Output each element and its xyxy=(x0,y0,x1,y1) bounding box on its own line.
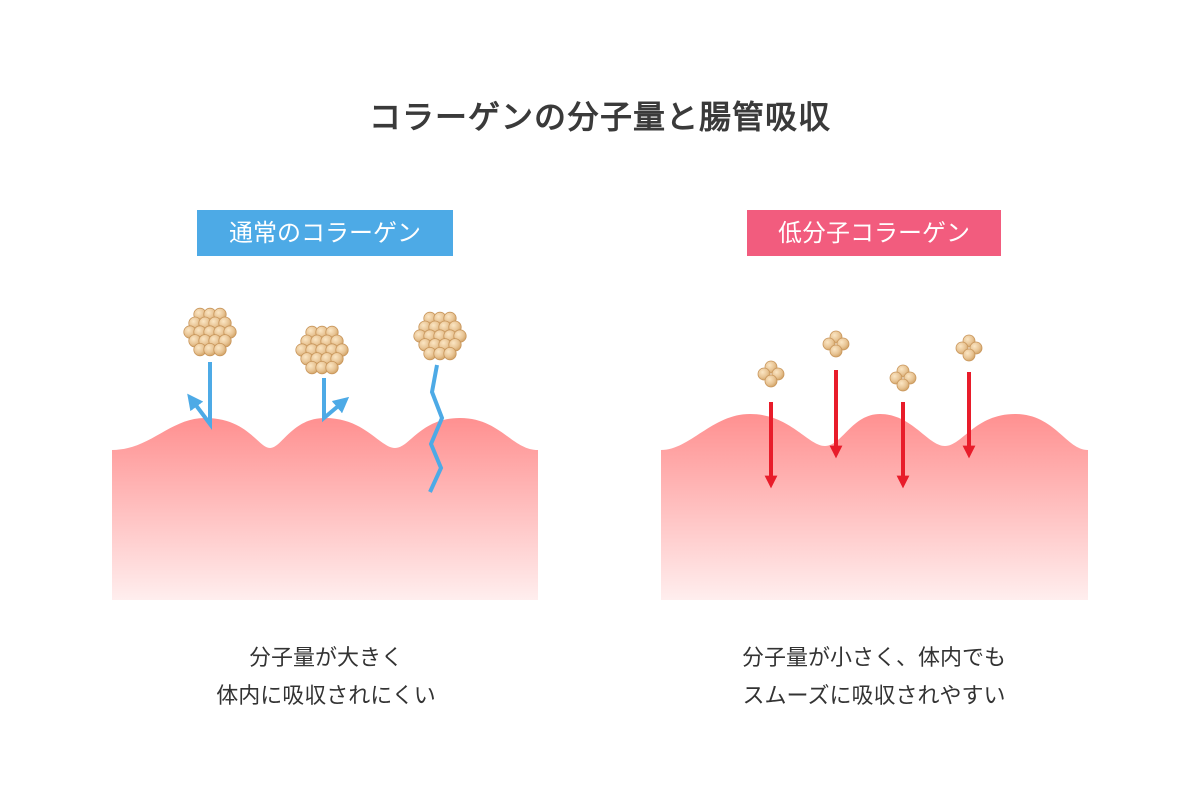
molecule-unit xyxy=(325,360,339,375)
small-collagen-molecule xyxy=(757,360,785,388)
molecule-unit xyxy=(896,378,910,392)
caption-line: 分子量が大きく xyxy=(248,646,403,671)
small-collagen-molecule xyxy=(889,364,917,392)
intestinal-wall-left xyxy=(112,418,538,600)
blocked-arrow-1 xyxy=(187,362,212,430)
diagram-title: コラーゲンの分子量と腸管吸収 xyxy=(368,98,831,136)
caption-line: 分子量が小さく、体内でも xyxy=(741,646,1006,671)
low-molecular-collagen-caption: 分子量が小さく、体内でも スムーズに吸収されやすい xyxy=(624,640,1124,716)
molecule-unit xyxy=(443,346,457,361)
blocked-arrow-2 xyxy=(322,378,350,423)
large-collagen-molecule xyxy=(413,311,467,361)
normal-collagen-caption: 分子量が大きく 体内に吸収されにくい xyxy=(76,640,576,716)
low-molecular-collagen-label: 低分子コラーゲン xyxy=(747,210,1001,256)
molecule-unit xyxy=(213,342,227,357)
small-collagen-molecule xyxy=(955,334,983,362)
caption-line: スムーズに吸収されやすい xyxy=(742,684,1006,709)
intestinal-wall-right xyxy=(661,414,1088,600)
caption-line: 体内に吸収されにくい xyxy=(216,684,436,709)
large-collagen-molecule xyxy=(295,325,349,375)
large-collagen-molecule xyxy=(183,307,237,357)
molecule-unit xyxy=(829,344,843,358)
molecule-unit xyxy=(962,348,976,362)
molecule-unit xyxy=(764,374,778,388)
zigzag-line xyxy=(428,364,445,493)
small-collagen-molecule xyxy=(822,330,850,358)
normal-collagen-label: 通常のコラーゲン xyxy=(197,210,453,256)
